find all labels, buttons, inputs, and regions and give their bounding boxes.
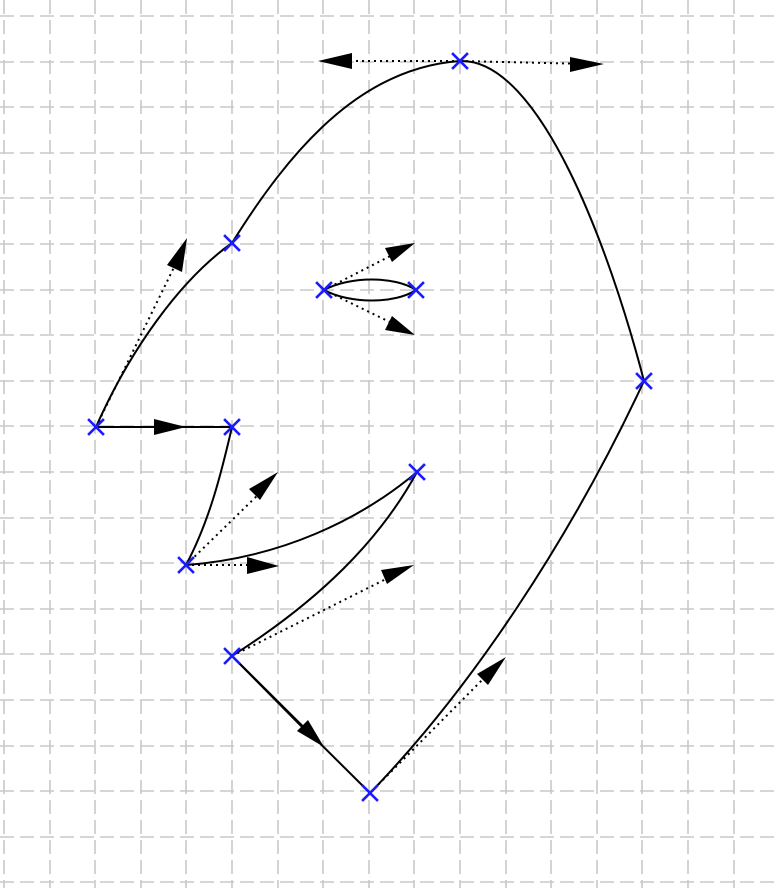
- node-marker-n9: [177, 556, 195, 574]
- tangent-upper-left-arrowhead: [167, 238, 187, 272]
- tangent-bottom-diagonal-arrowhead: [297, 720, 324, 747]
- tangent-horizontal-arrowhead: [154, 419, 186, 435]
- tangent-upper-left: [95, 254, 181, 428]
- node-marker-n6: [87, 418, 105, 436]
- tangent-eye-lower: [323, 289, 401, 328]
- node-marker-n4: [407, 281, 425, 299]
- curve-eye-upper: [323, 278, 417, 291]
- tangent-top-left-arrowhead: [318, 53, 352, 69]
- tangent-eye-upper-arrowhead: [385, 243, 415, 262]
- curve-middle-inner: [185, 471, 418, 566]
- curve-eye-lower: [323, 289, 417, 302]
- curve-notch: [185, 426, 233, 566]
- tangent-eye-upper: [323, 250, 401, 291]
- node-marker-n1: [451, 52, 469, 70]
- curve-top-arc: [231, 59, 645, 382]
- node-marker-n8: [408, 463, 426, 481]
- tangent-notch-up: [185, 487, 266, 566]
- node-marker-n3: [315, 281, 333, 299]
- node-marker-n2: [223, 234, 241, 252]
- curve-lower-inner: [231, 471, 418, 657]
- tangent-eye-lower-arrowhead: [385, 316, 415, 335]
- tangent-bottom-diagonal: [231, 655, 311, 736]
- tangent-bottom-right-arrowhead: [477, 657, 506, 685]
- node-marker-n10: [223, 647, 241, 665]
- tangent-notch-right-arrowhead: [247, 557, 279, 574]
- node-marker-n7: [223, 418, 241, 436]
- tangent-bottom-right: [369, 669, 493, 794]
- curve-group: [95, 59, 645, 794]
- node-marker-n5: [635, 372, 653, 390]
- tangent-lower-inner-arrowhead: [381, 565, 414, 584]
- node-marker-n11: [361, 784, 379, 802]
- node-marker-group: [87, 52, 653, 802]
- tangent-arrow-group: [95, 53, 604, 794]
- tangent-notch-up-arrowhead: [249, 472, 278, 500]
- tangent-top-right: [459, 60, 591, 65]
- tangent-top-right-arrowhead: [570, 57, 604, 72]
- tangent-lower-inner: [231, 571, 401, 657]
- curve-right-sweep: [369, 380, 645, 794]
